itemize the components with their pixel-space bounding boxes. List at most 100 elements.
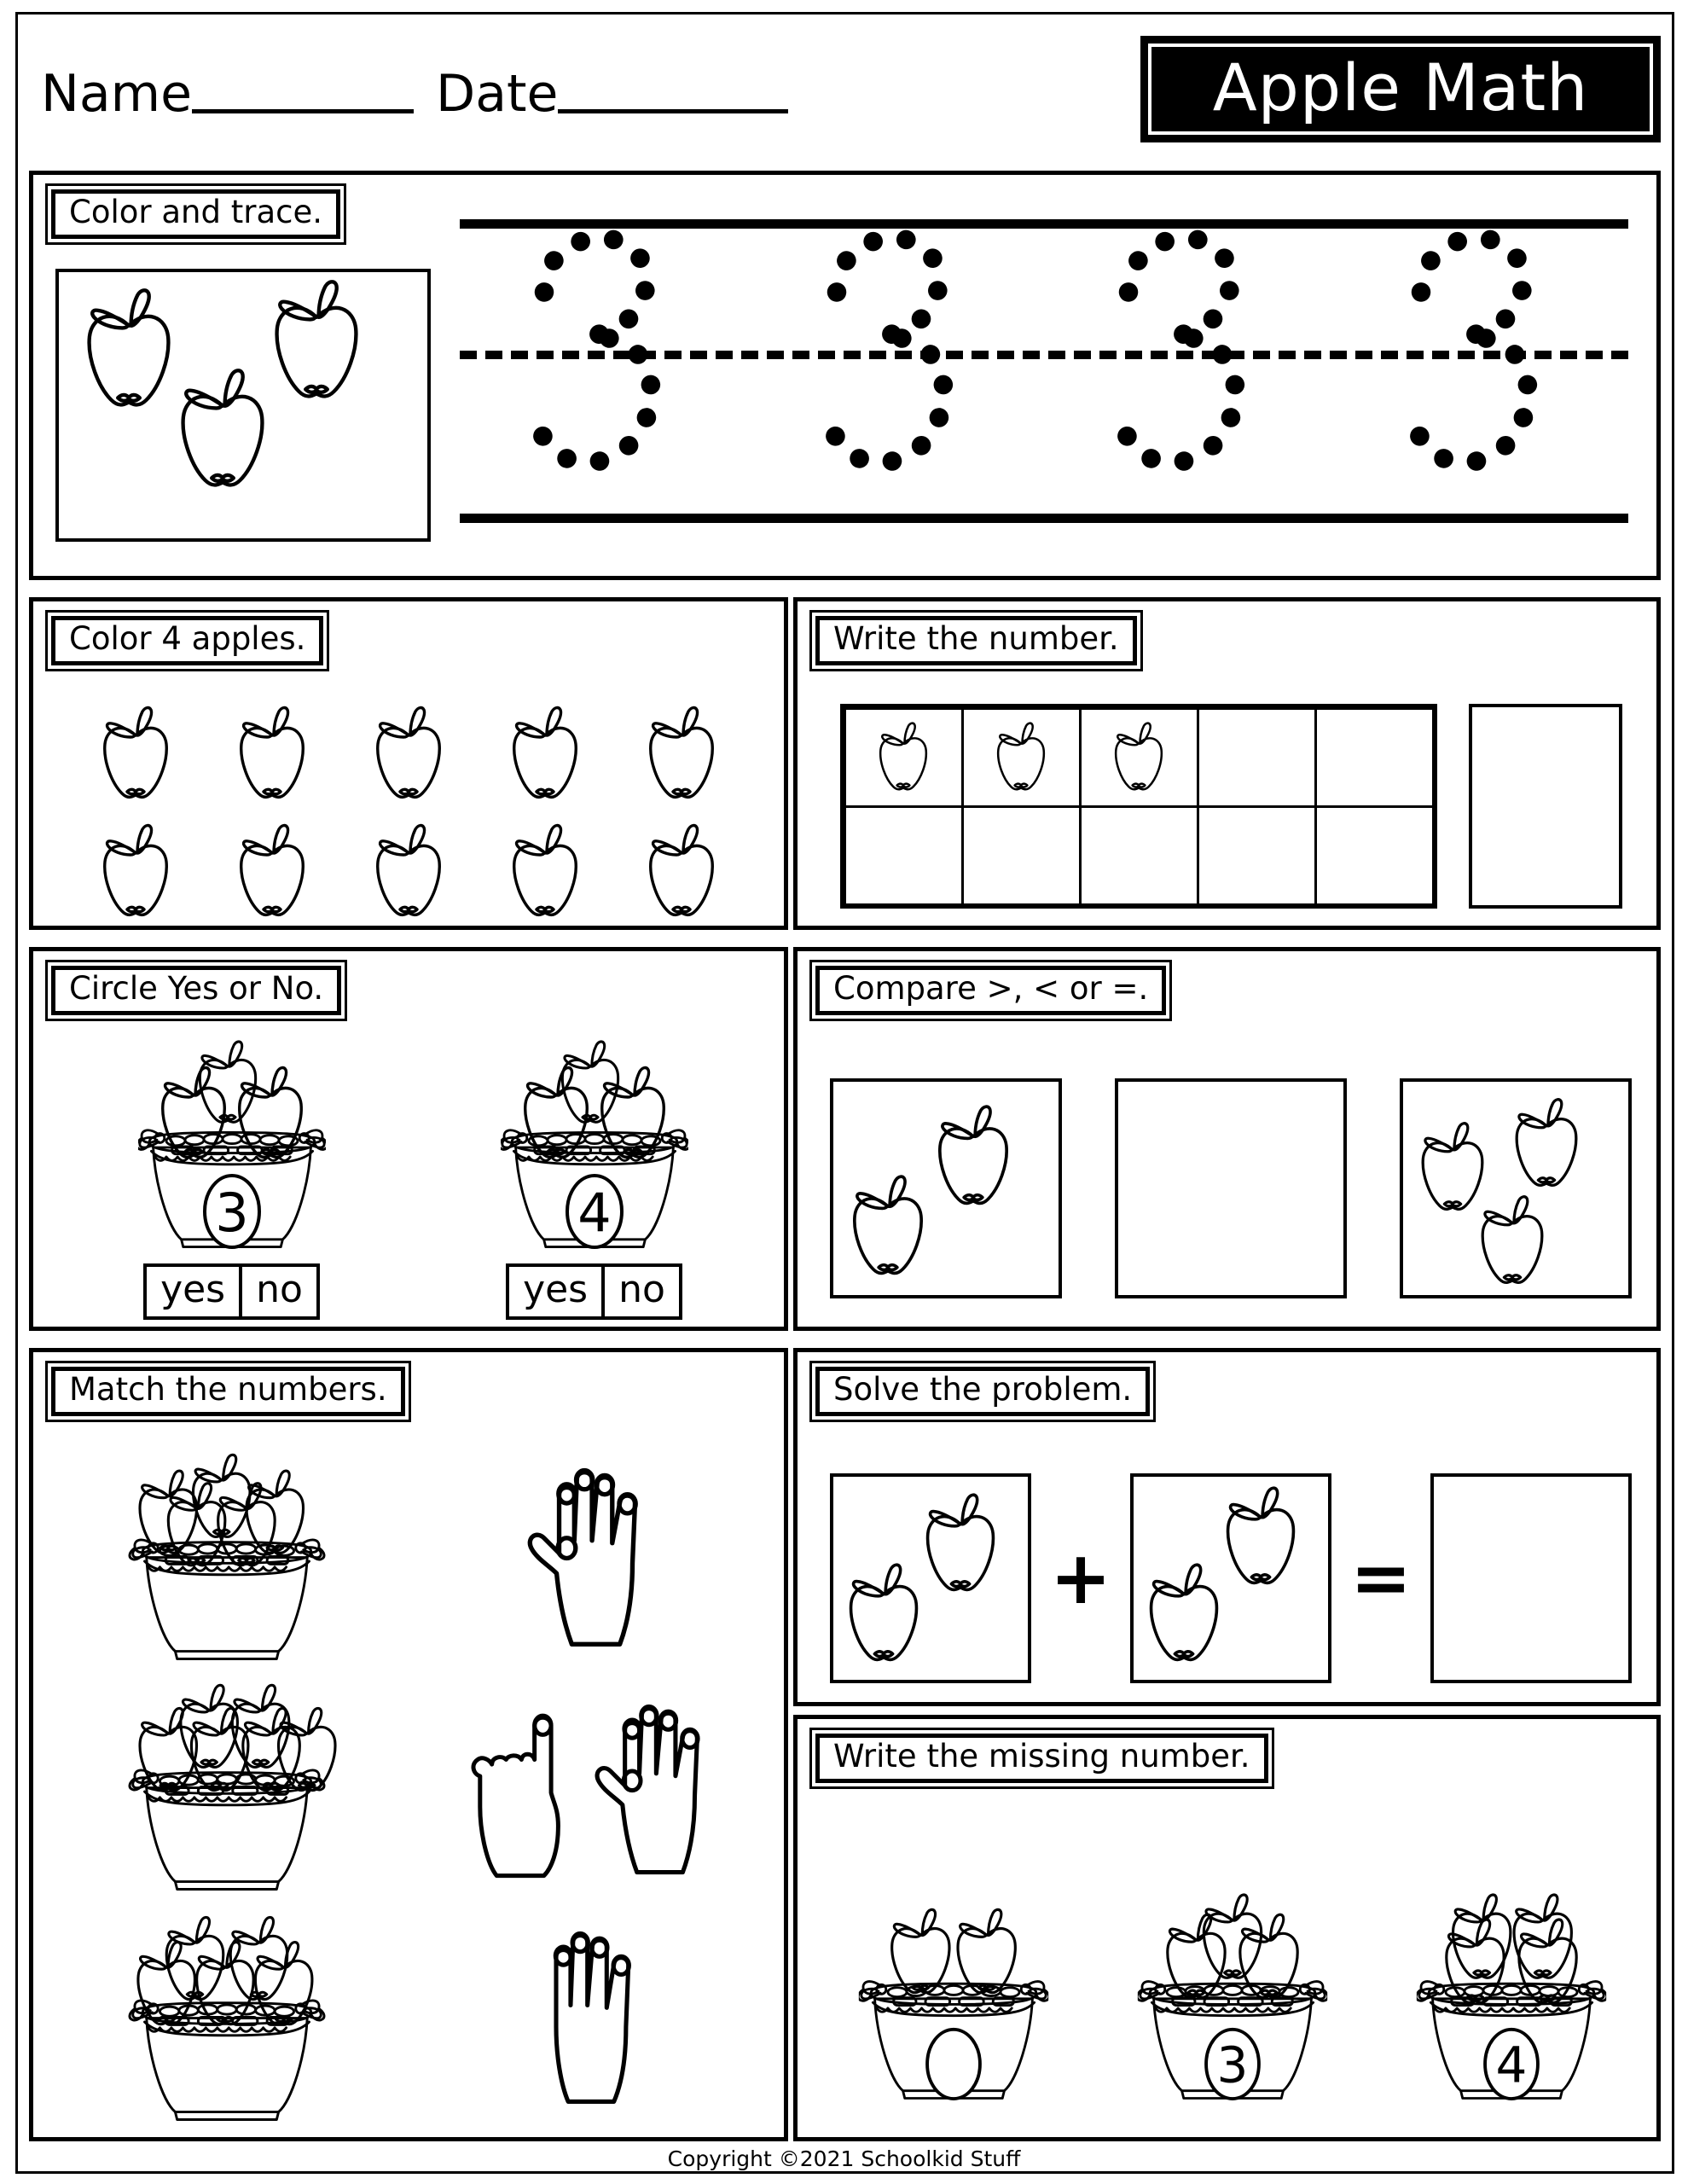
ten-frame-cell[interactable] xyxy=(1078,706,1199,808)
apple-icon[interactable] xyxy=(229,820,315,924)
apple-icon xyxy=(1471,1191,1553,1292)
apple-icon xyxy=(872,718,935,797)
tracing-area[interactable] xyxy=(460,199,1628,540)
apple-icon xyxy=(74,284,183,415)
open-hand-icon[interactable] xyxy=(521,1452,673,1667)
color-picture-box[interactable] xyxy=(55,269,431,542)
label-compare-text: Compare >, < or =. xyxy=(833,970,1149,1007)
trace-digit-3[interactable] xyxy=(1406,219,1559,501)
apple-basket[interactable] xyxy=(90,1680,363,1893)
ten-frame-cell[interactable] xyxy=(1078,804,1199,906)
yes-option[interactable]: yes xyxy=(523,1268,589,1311)
apple-icon[interactable] xyxy=(639,820,724,924)
apple-basket-with-number[interactable]: 3 xyxy=(1109,1873,1356,2129)
apple-basket[interactable] xyxy=(90,1449,363,1663)
ten-frame-cell[interactable] xyxy=(843,706,964,808)
no-option[interactable]: no xyxy=(239,1267,316,1317)
name-input-line[interactable] xyxy=(192,109,415,113)
label-color-and-trace: Color and trace. xyxy=(45,183,346,245)
label-solve-problem-text: Solve the problem. xyxy=(833,1371,1133,1408)
hand-group[interactable] xyxy=(521,1452,673,1667)
ten-frame-cell[interactable] xyxy=(1314,804,1435,906)
yes-no-item-row: 3 yes no 4 xyxy=(50,1037,775,1321)
apple-coloring-grid[interactable] xyxy=(67,702,750,924)
apple-icon[interactable] xyxy=(93,820,178,924)
section-circle-yes-no: Circle Yes or No. 3 yes no xyxy=(29,947,788,1331)
ten-frame-cell[interactable] xyxy=(1196,706,1317,808)
yes-no-choice-box[interactable]: yes no xyxy=(143,1263,320,1321)
apple-basket-with-number[interactable] xyxy=(830,1873,1077,2129)
trace-digit-3[interactable] xyxy=(821,219,975,501)
addition-equation: + = xyxy=(830,1472,1632,1685)
page-border xyxy=(15,12,1674,2174)
label-missing-number: Write the missing number. xyxy=(809,1728,1274,1789)
section-color-apples: Color 4 apples. xyxy=(29,597,788,930)
apple-icon xyxy=(1139,1559,1229,1670)
worksheet-header: Name Date Apple Math xyxy=(29,24,1661,154)
section-missing-number: Write the missing number. 3 xyxy=(793,1715,1661,2141)
basket-number: 3 xyxy=(1217,2036,1249,2094)
trace-digit-3[interactable] xyxy=(1113,219,1267,501)
date-input-line[interactable] xyxy=(558,109,789,113)
apple-icon xyxy=(927,1101,1019,1213)
compare-operator-answer-box[interactable] xyxy=(1115,1078,1347,1298)
basket-number: 4 xyxy=(577,1182,611,1244)
label-write-number-inner: Write the number. xyxy=(815,616,1137,665)
label-circle-yes-no: Circle Yes or No. xyxy=(45,960,348,1021)
apple-icon[interactable] xyxy=(366,820,451,924)
label-color-apples-text: Color 4 apples. xyxy=(69,620,306,657)
section-write-number: Write the number. xyxy=(793,597,1661,930)
label-match-numbers: Match the numbers. xyxy=(45,1361,411,1422)
yes-option[interactable]: yes xyxy=(160,1268,226,1311)
ten-frame-cell[interactable] xyxy=(960,706,1082,808)
apple-icon[interactable] xyxy=(502,702,588,806)
label-match-numbers-text: Match the numbers. xyxy=(69,1371,387,1408)
ten-frame-cell[interactable] xyxy=(1314,706,1435,808)
apple-icon[interactable] xyxy=(502,820,588,924)
apple-icon[interactable] xyxy=(93,702,178,806)
label-write-number: Write the number. xyxy=(809,610,1143,671)
yes-no-choice-box[interactable]: yes no xyxy=(506,1263,682,1321)
footer: Copyright ©2021 Schoolkid Stuff xyxy=(0,2146,1688,2171)
ten-frame-cell[interactable] xyxy=(843,804,964,906)
compare-left-group xyxy=(830,1078,1062,1298)
basket-number: 4 xyxy=(1495,2036,1527,2094)
label-compare: Compare >, < or =. xyxy=(809,960,1173,1021)
section-color-and-trace: Color and trace. xyxy=(29,171,1661,580)
page-title: Apple Math xyxy=(1212,49,1589,125)
label-color-and-trace-inner: Color and trace. xyxy=(51,189,340,239)
four-finger-hand-icon[interactable] xyxy=(525,1916,670,2121)
plus-sign: + xyxy=(1049,1535,1112,1621)
apple-icon xyxy=(1107,718,1170,797)
compare-row xyxy=(830,1077,1632,1299)
trace-digit-3[interactable] xyxy=(529,219,682,501)
ten-frame[interactable] xyxy=(840,704,1437,909)
addend-left-box xyxy=(830,1473,1031,1683)
trace-digit-row[interactable] xyxy=(460,219,1628,514)
write-number-answer-box[interactable] xyxy=(1469,704,1622,909)
sum-answer-box[interactable] xyxy=(1430,1473,1632,1683)
ten-frame-cell[interactable] xyxy=(960,804,1082,906)
trace-mid-dashed-rule xyxy=(460,351,1628,359)
section-match-numbers: Match the numbers. xyxy=(29,1348,788,2141)
apple-icon[interactable] xyxy=(639,702,724,806)
label-missing-number-inner: Write the missing number. xyxy=(815,1734,1268,1783)
apple-basket-with-number[interactable]: 4 xyxy=(1388,1873,1635,2129)
open-hand-icon[interactable] xyxy=(589,1689,734,1894)
one-finger-hand-icon[interactable] xyxy=(461,1691,580,1892)
apple-icon[interactable] xyxy=(366,702,451,806)
ten-frame-cell[interactable] xyxy=(1196,804,1317,906)
no-option[interactable]: no xyxy=(601,1267,679,1317)
match-basket-column xyxy=(42,1441,412,2132)
compare-right-group xyxy=(1400,1078,1632,1298)
match-columns xyxy=(42,1441,782,2132)
hand-group[interactable] xyxy=(525,1916,670,2121)
label-solve-problem-inner: Solve the problem. xyxy=(815,1367,1151,1416)
apple-icon xyxy=(262,276,371,407)
apple-icon[interactable] xyxy=(229,702,315,806)
apple-basket[interactable] xyxy=(90,1910,363,2123)
hand-group[interactable] xyxy=(461,1689,734,1894)
name-label: Name xyxy=(41,64,193,124)
label-circle-yes-no-inner: Circle Yes or No. xyxy=(51,966,342,1015)
trace-top-rule xyxy=(460,219,1628,229)
